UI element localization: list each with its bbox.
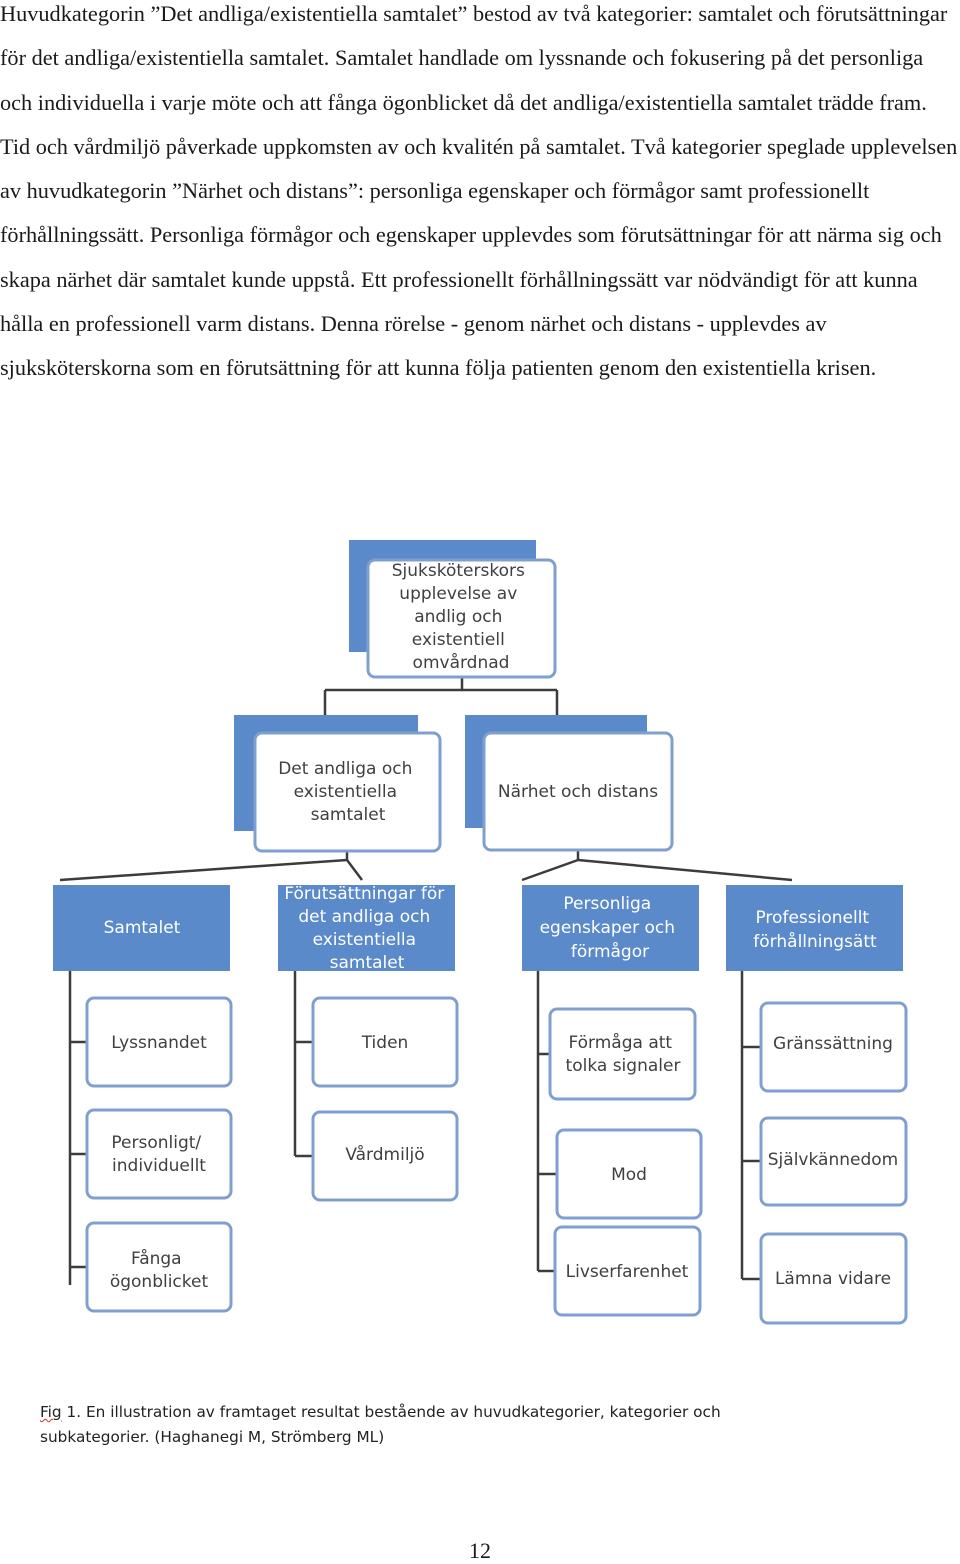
subcategory-life-experience: Livserfarenhet (553, 1225, 702, 1317)
subcategory-label-line: Självkännedom (768, 1150, 898, 1170)
subcategory-label-line: Tiden (361, 1033, 409, 1053)
category-label: Personliga egenskaper och förmågor (540, 894, 681, 962)
category-label-line: existentiella (313, 930, 416, 950)
figure-caption-label: Fig (40, 1403, 62, 1421)
subcategory-label: Vårdmiljö (345, 1144, 424, 1165)
connector-line (346, 859, 363, 881)
subcategory-label-line: Lyssnandet (111, 1033, 207, 1053)
category-tree-diagram: Sjuksköterskors upplevelse av andlig och… (53, 540, 908, 1325)
category-label-line: förmågor (571, 941, 649, 962)
subcategory-label: Mod (611, 1165, 647, 1185)
subcategory-box (548, 1007, 697, 1101)
subcategory-courage: Mod (555, 1128, 703, 1220)
subcategory-time: Tiden (311, 996, 459, 1088)
category-box (53, 885, 230, 971)
subcategory-boundary-setting: Gränssättning (759, 1001, 908, 1093)
root-node-label-line: upplevelse av (399, 584, 517, 604)
root-node-label-line: andlig och (414, 607, 502, 627)
figure-caption-text: 1. En illustration av framtaget resultat… (40, 1403, 721, 1446)
subcategory-label-line: Fånga (131, 1248, 182, 1269)
category-conversation: Samtalet (53, 885, 230, 971)
main-category-spiritual-conversation: Det andliga och existentiella samtalet (234, 715, 442, 853)
body-paragraph: Huvudkategorin ”Det andliga/existentiell… (0, 1, 958, 381)
subcategory-box (553, 1225, 702, 1317)
subcategory-label: Förmåga att tolka signaler (566, 1032, 681, 1076)
category-label: Förutsättningar för det andliga och exis… (284, 884, 449, 973)
subcategory-label-line: Mod (611, 1165, 647, 1185)
category-label-line: Förutsättningar för (284, 884, 444, 904)
subcategory-label-line: tolka signaler (566, 1056, 681, 1076)
category-label-line: förhållningsätt (753, 931, 877, 952)
subcategory-box (555, 1128, 703, 1220)
main-category-label: Det andliga och existentiella samtalet (278, 759, 418, 825)
subcategory-label-line: Personligt/ (111, 1133, 201, 1153)
main-category-box (253, 731, 442, 853)
subcategory-label: Gränssättning (773, 1034, 893, 1054)
main-category-box (482, 731, 674, 852)
subcategory-label-line: individuellt (112, 1156, 206, 1176)
category-personal-qualities: Personliga egenskaper och förmågor (522, 885, 699, 971)
connector-line (521, 858, 579, 882)
subcategory-box (759, 1116, 908, 1207)
category-box (522, 885, 699, 971)
root-node-label: Sjuksköterskors upplevelse av andlig och… (392, 561, 531, 673)
main-category-label: Närhet och distans (498, 782, 658, 802)
root-node-label-line: omvårdnad (413, 652, 510, 673)
root-node: Sjuksköterskors upplevelse av andlig och… (349, 540, 557, 679)
main-category-label-line: existentiella (294, 782, 397, 802)
subcategory-interpret-signals: Förmåga att tolka signaler (548, 1007, 697, 1101)
category-label-line: Professionellt (755, 908, 869, 928)
subcategory-label: Fånga ögonblicket (110, 1248, 209, 1292)
subcategory-label: Tiden (361, 1033, 409, 1053)
category-label: Samtalet (104, 918, 181, 938)
category-box (278, 885, 455, 971)
main-category-label-line: Det andliga och (278, 759, 412, 779)
root-node-label-line: Sjuksköterskors (392, 561, 525, 581)
subcategory-box (759, 1232, 908, 1325)
subcategory-label-line: Gränssättning (773, 1034, 893, 1054)
root-node-box (366, 558, 557, 679)
connector-lines (59, 677, 793, 1285)
category-label-line: Samtalet (104, 918, 181, 938)
subcategory-label: Personligt/ individuellt (111, 1133, 206, 1176)
category-box (726, 885, 903, 971)
subcategory-label: Livserfarenhet (566, 1262, 689, 1282)
subcategory-listening: Lyssnandet (85, 996, 233, 1088)
figure-caption: Fig 1. En illustration av framtaget resu… (40, 1400, 760, 1450)
category-label-line: Personliga (563, 894, 651, 914)
subcategory-label: Lämna vidare (775, 1269, 891, 1289)
main-category-closeness-distance: Närhet och distans (465, 715, 674, 852)
subcategory-self-knowledge: Självkännedom (759, 1116, 908, 1207)
root-node-label-line: existentiell (412, 630, 505, 650)
subcategory-label: Lyssnandet (111, 1033, 207, 1053)
subcategory-label: Självkännedom (768, 1150, 898, 1170)
subcategory-box (85, 1108, 233, 1200)
main-category-label-line: Närhet och distans (498, 782, 658, 802)
subcategory-personal: Personligt/ individuellt (85, 1108, 233, 1200)
subcategory-label-line: Förmåga att (568, 1032, 672, 1053)
subcategory-box (85, 1221, 233, 1313)
connector-line (577, 858, 793, 882)
category-label-line: samtalet (330, 953, 405, 973)
category-professional-approach: Professionellt förhållningsätt (726, 885, 903, 971)
subcategory-label-line: Lämna vidare (775, 1269, 891, 1289)
subcategory-box (311, 996, 459, 1088)
subcategory-label-line: Vårdmiljö (345, 1144, 424, 1165)
subcategory-label-line: Livserfarenhet (566, 1262, 689, 1282)
subcategory-box (311, 1110, 459, 1202)
category-label: Professionellt förhållningsätt (753, 908, 877, 952)
connector-line (59, 858, 348, 882)
subcategory-box (759, 1001, 908, 1093)
subcategory-box (85, 996, 233, 1088)
subcategory-pass-on: Lämna vidare (759, 1232, 908, 1325)
category-label-line: egenskaper och (540, 918, 675, 938)
main-category-label-line: samtalet (311, 805, 386, 825)
subcategory-label-line: ögonblicket (110, 1272, 209, 1292)
category-label-line: det andliga och (298, 907, 430, 927)
subcategory-care-environment: Vårdmiljö (311, 1110, 459, 1202)
page-number: 12 (469, 1538, 491, 1563)
category-prerequisites: Förutsättningar för det andliga och exis… (278, 884, 455, 973)
subcategory-moment: Fånga ögonblicket (85, 1221, 233, 1313)
